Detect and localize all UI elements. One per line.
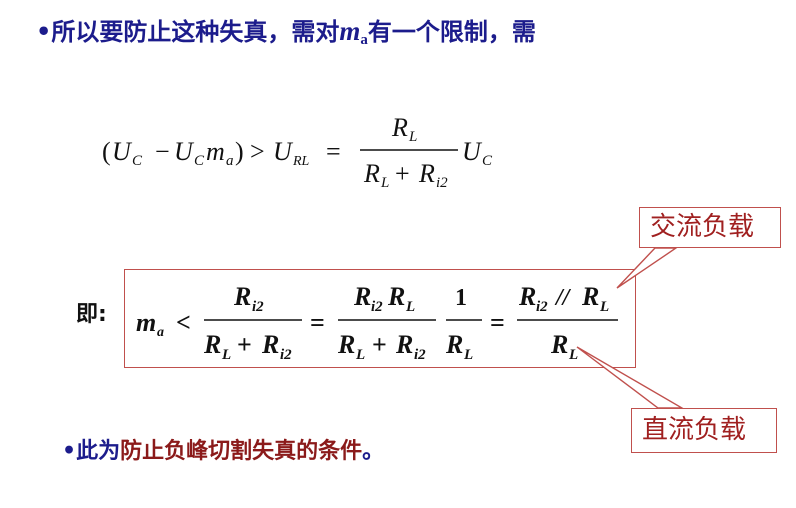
eq2-f4-num-b-sub: L (599, 299, 609, 315)
eq2-f1-num: R (233, 282, 251, 311)
eq2-f2-den-a-sub: L (355, 347, 365, 363)
bullet-icon: • (36, 17, 52, 46)
eq2-ma: m (136, 308, 156, 337)
eq1-rhs-u: U (462, 137, 483, 166)
eq2-f4-parallel: // (554, 285, 572, 311)
eq2-f4-num-a: R (518, 282, 536, 311)
eq1-den-plus: + (395, 159, 410, 188)
eq2-f2-num-a-sub: i2 (371, 299, 383, 315)
eq1-url-sub: RL (292, 154, 310, 169)
eq1-uc2-sub: C (194, 153, 205, 169)
callout-dc-load: 直流负载 (631, 408, 777, 453)
intro-text-before: 所以要防止这种失真，需对 (51, 18, 340, 46)
eq2-f2-num-a: R (353, 282, 371, 311)
eq2-f1-den-a: R (203, 330, 221, 359)
ma-symbol: ma (339, 16, 368, 48)
eq1-num-r-sub: L (408, 129, 417, 145)
eq2-f1-den-b: R (261, 330, 279, 359)
bullet-icon: • (62, 438, 77, 464)
summary-suffix: 。 (362, 439, 385, 464)
eq2-f2-den-plus: + (372, 330, 387, 359)
eq2-f4-num-a-sub: i2 (536, 299, 548, 315)
eq2-f2-den-b-sub: i2 (414, 347, 426, 363)
eq2-equals-2: = (490, 308, 505, 337)
eq1-num-r: R (391, 113, 408, 142)
eq2-f2-den-a: R (337, 330, 355, 359)
eq1-rhs-u-sub: C (482, 153, 493, 169)
intro-text-after: 有一个限制，需 (367, 18, 536, 46)
summary-prefix: 此为 (76, 439, 121, 464)
eq2-ma-sub: a (157, 325, 164, 340)
eq1-den-r2: R (418, 159, 435, 188)
eq2-f3-den-sub: L (463, 347, 473, 363)
eq1-den-r2-sub: i2 (436, 175, 448, 190)
eq1-uc1: U (112, 137, 133, 166)
eq1-equals: = (326, 137, 341, 166)
callout-ac-load: 交流负载 (639, 207, 781, 248)
eq2-f4-num-b: R (581, 282, 599, 311)
eq2-prefix-label: 即: (76, 302, 107, 327)
eq1-close-paren: ) (235, 137, 244, 166)
summary-highlight: 防止负峰切割失真的条件 (120, 439, 363, 464)
eq1-uc2: U (174, 137, 195, 166)
eq2-equals-1: = (310, 308, 325, 337)
eq2-f3-den: R (445, 330, 463, 359)
eq2-f1-den-a-sub: L (221, 347, 231, 363)
eq2-f2-den-b: R (395, 330, 413, 359)
eq1-minus: − (155, 137, 170, 166)
eq2-f2-num-b-sub: L (405, 299, 415, 315)
eq1-ma: m (206, 137, 225, 166)
eq1-url: U (273, 137, 294, 166)
eq2-f4-den: R (550, 330, 568, 359)
eq1-den-r1: R (363, 159, 380, 188)
eq2-f2-num-b: R (387, 282, 405, 311)
equation-distortion-condition: ( U C − U C m a ) > U RL = R L R L + R i… (102, 113, 493, 190)
bullet-line-condition-summary: •此为防止负峰切割失真的条件。 (62, 440, 384, 463)
eq1-open-paren: ( (102, 137, 111, 166)
eq2-highlight-box (124, 269, 636, 368)
eq2-f3-num: 1 (455, 285, 467, 311)
eq2-f1-den-b-sub: i2 (280, 347, 292, 363)
eq2-f1-num-sub: i2 (252, 299, 264, 315)
eq2-f1-den-plus: + (237, 330, 252, 359)
bullet-line-constraint-intro: •所以要防止这种失真，需对ma有一个限制，需 (36, 18, 536, 48)
eq1-ma-sub: a (226, 153, 234, 169)
eq2-lt: < (176, 308, 191, 337)
eq1-uc1-sub: C (132, 153, 143, 169)
eq1-gt: > (250, 137, 265, 166)
eq2-f4-den-sub: L (568, 347, 578, 363)
eq1-den-r1-sub: L (380, 175, 389, 190)
equation-modulation-limit: m a < R i2 R L + R i2 = R i2 R L R L + R… (136, 282, 618, 363)
